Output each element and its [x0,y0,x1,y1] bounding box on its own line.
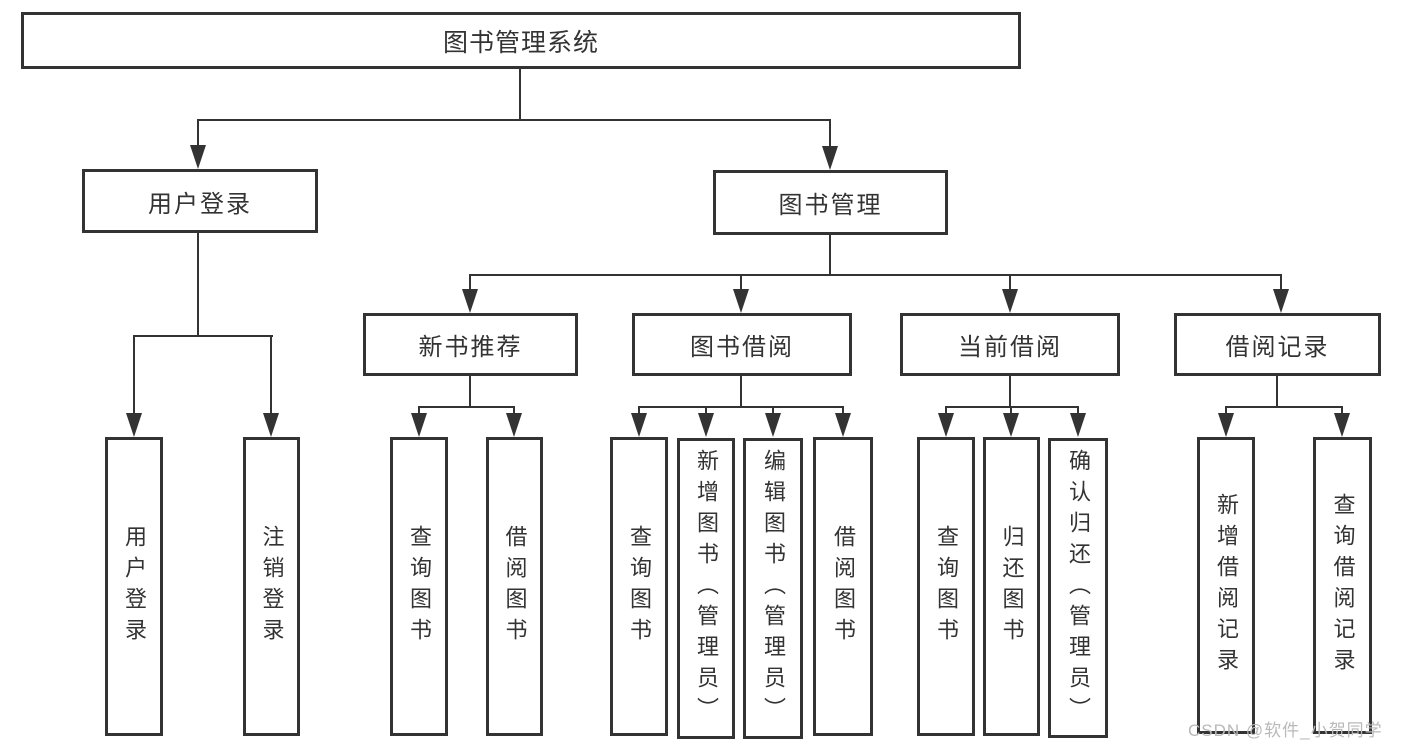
arrow-down-icon [190,145,206,169]
connector-line [513,406,515,416]
node-new-book-recommend-label: 新书推荐 [418,334,523,361]
arrow-down-icon [1003,413,1019,437]
leaf-edit-book-admin-label: 编辑图书（管理员） [761,449,786,728]
leaf-add-book-admin: 新增图书（管理员） [677,438,735,739]
connector-line [829,235,831,276]
leaf-return-books-label: 归还图书 [999,524,1025,649]
leaf-confirm-return-admin: 确认归还（管理员） [1048,438,1108,738]
leaf-query-books-3-label: 查询图书 [934,524,959,649]
leaf-query-books-3: 查询图书 [917,437,975,736]
connector-line [197,119,831,121]
arrow-down-icon [1070,413,1086,437]
arrow-down-icon [631,413,647,437]
leaf-borrow-books-2: 借阅图书 [813,437,873,736]
leaf-borrow-books-1: 借阅图书 [486,437,543,736]
node-borrow-records-label: 借阅记录 [1225,334,1330,361]
connector-line [945,406,947,416]
arrow-down-icon [1334,413,1350,437]
arrow-down-icon [733,289,749,313]
arrow-down-icon [462,289,478,313]
node-book-management-label: 图书管理 [778,192,883,219]
connector-line [1225,406,1343,408]
node-current-borrowing: 当前借阅 [900,313,1120,376]
node-user-login-label: 用户登录 [148,190,252,218]
arrow-down-icon [126,413,142,437]
connector-line [638,406,844,408]
leaf-logout: 注销登录 [243,437,300,736]
connector-line [1280,274,1282,291]
arrow-down-icon [1002,289,1018,313]
connector-line [772,406,774,416]
leaf-user-login-label: 用户登录 [122,524,147,649]
connector-line [1009,376,1011,407]
connector-line [1077,406,1079,416]
connector-line [705,406,707,416]
connector-line [133,335,273,337]
leaf-borrow-books-2-label: 借阅图书 [831,524,856,649]
arrow-down-icon [1218,413,1234,437]
connector-line [270,335,272,415]
node-root-label: 图书管理系统 [442,28,599,57]
arrow-down-icon [835,413,851,437]
connector-line [829,119,831,148]
leaf-borrow-books-1-label: 借阅图书 [502,524,528,649]
node-book-borrowing: 图书借阅 [632,313,852,376]
leaf-logout-label: 注销登录 [259,524,285,649]
leaf-add-book-admin-label: 新增图书（管理员） [694,449,719,728]
connector-line [469,274,471,291]
leaf-edit-book-admin: 编辑图书（管理员） [743,438,803,739]
node-user-login: 用户登录 [82,169,318,233]
node-borrow-records: 借阅记录 [1174,313,1381,376]
leaf-add-borrow-record-label: 新增借阅记录 [1214,492,1239,679]
connector-line [740,376,742,407]
node-book-management: 图书管理 [713,170,948,235]
arrow-down-icon [411,413,427,437]
leaf-query-borrow-record-label: 查询借阅记录 [1330,492,1356,679]
connector-line [1009,274,1011,291]
connector-line [638,406,640,416]
node-new-book-recommend: 新书推荐 [363,313,578,376]
leaf-query-books-1-label: 查询图书 [407,524,432,649]
connector-line [842,406,844,416]
connector-line [1276,376,1278,407]
node-current-borrowing-label: 当前借阅 [958,334,1062,361]
leaf-add-borrow-record: 新增借阅记录 [1197,437,1255,734]
leaf-query-books-2: 查询图书 [610,437,668,736]
leaf-query-borrow-record: 查询借阅记录 [1313,437,1372,734]
arrow-down-icon [698,413,714,437]
connector-line [945,406,1079,408]
connector-line [418,406,420,416]
connector-line [1010,406,1012,416]
connector-line [418,406,515,408]
connector-line [197,233,199,337]
leaf-query-books-1: 查询图书 [390,437,448,736]
connector-line [1225,406,1227,416]
connector-line [197,119,199,147]
csdn-watermark: CSDN @软件_小贺同学 [1188,721,1383,740]
arrow-down-icon [1273,289,1289,313]
connector-line [133,335,135,415]
node-book-borrowing-label: 图书借阅 [690,334,794,361]
connector-line [519,69,521,120]
node-root: 图书管理系统 [21,12,1021,69]
leaf-return-books: 归还图书 [983,437,1040,736]
leaf-query-books-2-label: 查询图书 [627,524,652,649]
leaf-user-login: 用户登录 [105,437,163,736]
arrow-down-icon [938,413,954,437]
leaf-confirm-return-admin-label: 确认归还（管理员） [1066,448,1091,728]
arrow-down-icon [506,413,522,437]
connector-line [740,274,742,291]
connector-line [469,274,1282,276]
arrow-down-icon [822,146,838,170]
connector-line [469,376,471,407]
arrow-down-icon [263,413,279,437]
connector-line [1341,406,1343,416]
arrow-down-icon [765,413,781,437]
